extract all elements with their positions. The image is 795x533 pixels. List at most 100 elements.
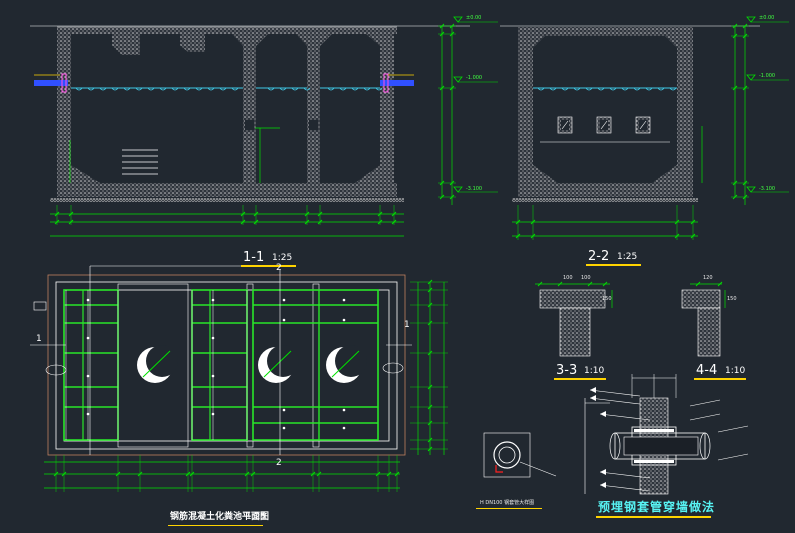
section-2-2-underline — [586, 264, 641, 266]
section-2-2-bottom-tick — [515, 219, 521, 225]
level-top-2-2: ±0.00 — [759, 15, 775, 21]
section-1-1-vert-tick — [439, 23, 445, 29]
section-2-2-vert-tick — [732, 194, 738, 200]
section-1-1-water-wave — [111, 87, 119, 91]
level-top-1-1: ±0.00 — [466, 15, 482, 21]
plan-bottom-tick — [394, 471, 400, 477]
plan-bottom-tick — [375, 471, 381, 477]
plan-bottom-tick — [137, 471, 143, 477]
section-1-1-bottom-tick — [68, 219, 74, 225]
section-1-1-water-wave — [171, 87, 179, 91]
plan-bottom-tick — [310, 471, 316, 477]
section-1-1-vert-tick — [449, 31, 455, 37]
section-2-2-water-wave — [537, 87, 545, 91]
section-1-1-corbel-d — [320, 34, 332, 46]
section-1-1-bottom-tick — [54, 219, 60, 225]
plan-bottom-tick — [115, 471, 121, 477]
plan-rebar-dot — [342, 318, 346, 322]
section-1-1-bottom-tick — [304, 211, 310, 217]
section-2-2-water-wave — [621, 87, 629, 91]
section-1-1-water-wave — [123, 87, 131, 91]
manhole-cover-leader-2 — [331, 350, 360, 378]
plan-scale: 1:25 — [246, 512, 267, 522]
plan-partition-a — [246, 283, 254, 448]
section-1-1-inlet-pipe — [34, 80, 68, 86]
pipe-detail-small-underline — [476, 508, 542, 509]
plan-bottom-tick — [386, 471, 392, 477]
section-1-1-base-slab — [57, 183, 397, 197]
section-1-1-bottom-tick — [391, 219, 397, 225]
section-1-1-water-wave — [207, 87, 215, 91]
section-1-1-scale: 1:25 — [272, 253, 293, 263]
pipe-detail-leader-right-1 — [689, 413, 721, 421]
plan-right-tick — [427, 287, 433, 293]
plan-tag-box — [33, 301, 47, 311]
section-2-2-bottom-tick — [674, 219, 680, 225]
section-2-2-corbel-left — [533, 36, 545, 48]
leader-arrow-head-3 — [600, 469, 606, 475]
section-1-1-bottom-tick — [54, 211, 60, 217]
plan-right-tick — [427, 437, 433, 443]
section-2-2-level-triangle — [746, 16, 756, 23]
plan-rebar-dot — [282, 408, 286, 412]
pipe-sleeve-icon — [493, 441, 521, 469]
section-1-1-opening-a — [245, 120, 254, 130]
section-1-1-corbel-b — [256, 34, 268, 46]
section-1-1-level-triangle — [453, 76, 463, 83]
section-2-2-vert-tick — [732, 23, 738, 29]
leader-arrow-icon — [599, 471, 651, 479]
section-2-2-vert-tick — [742, 194, 748, 200]
section-2-2-bottom-tick — [690, 219, 696, 225]
section-1-1-water-wave — [135, 87, 143, 91]
section-1-1-water-wave — [99, 87, 107, 91]
section-2-2-bottom-tick — [515, 233, 521, 239]
dim-4-4-a: 120 — [703, 275, 713, 281]
plan-rebar-frame-1 — [63, 289, 119, 441]
plan-rebar-dot — [342, 298, 346, 302]
plan-right-tick — [427, 279, 433, 285]
section-2-2-partition-slash-2 — [639, 120, 647, 130]
section-1-1-blinding-layer — [50, 198, 404, 202]
section-2-2-haunch-left — [533, 165, 558, 183]
plan-marker-2-bottom: 2 — [276, 458, 282, 468]
leader-arrow-icon — [599, 484, 651, 492]
section-1-1-bottom-tick — [377, 211, 383, 217]
plan-title-underline — [168, 525, 263, 526]
plan-inlet-pipe-icon — [45, 364, 67, 376]
section-1-1-opening-b — [309, 120, 318, 130]
section-2-2-roof-slab — [518, 27, 693, 36]
dim-3-3-a: 100 — [563, 275, 573, 281]
section-1-1-water-wave — [147, 87, 155, 91]
section-2-2-bottom-tick — [530, 233, 536, 239]
section-1-1-vert-tick — [439, 85, 445, 91]
plan-rebar-dot — [282, 298, 286, 302]
section-1-1-water-wave — [279, 87, 287, 91]
plan-right-tick — [427, 320, 433, 326]
dim-3-3-c: 150 — [602, 296, 612, 302]
plan-right-tick — [427, 384, 433, 390]
section-2-2-bottom-tick — [674, 233, 680, 239]
manhole-cover-leader-1 — [263, 350, 292, 378]
plan-bottom-tick — [316, 471, 322, 477]
plan-rebar-dot — [211, 412, 215, 416]
level-bottom-1-1: -3.100 — [466, 186, 483, 192]
leader-arrow-head-2 — [600, 411, 606, 417]
plan-right-tick — [427, 350, 433, 356]
leader-arrow-icon — [589, 397, 641, 405]
plan-right-tick — [427, 420, 433, 426]
plan-right-tick — [427, 446, 433, 452]
section-1-1-corbel-c — [296, 34, 307, 46]
plan-marker-1-right: 1 — [404, 320, 410, 330]
section-3-3-beam-top — [539, 289, 606, 309]
pipe-sleeve-small-frame — [483, 432, 531, 478]
section-1-1-outlet-sleeve — [383, 73, 389, 93]
plan-marker-2-top: 2 — [276, 263, 282, 273]
section-1-1-bottom-tick — [391, 211, 397, 217]
section-2-2-water-wave — [549, 87, 557, 91]
level-water-2-2: -1.000 — [759, 73, 776, 79]
section-1-1-vert-tick — [439, 194, 445, 200]
section-1-1-water-wave — [327, 87, 335, 91]
section-1-1-bottom-tick — [377, 219, 383, 225]
section-2-2-water-wave — [645, 87, 653, 91]
section-1-1-corbel-e — [366, 34, 380, 46]
